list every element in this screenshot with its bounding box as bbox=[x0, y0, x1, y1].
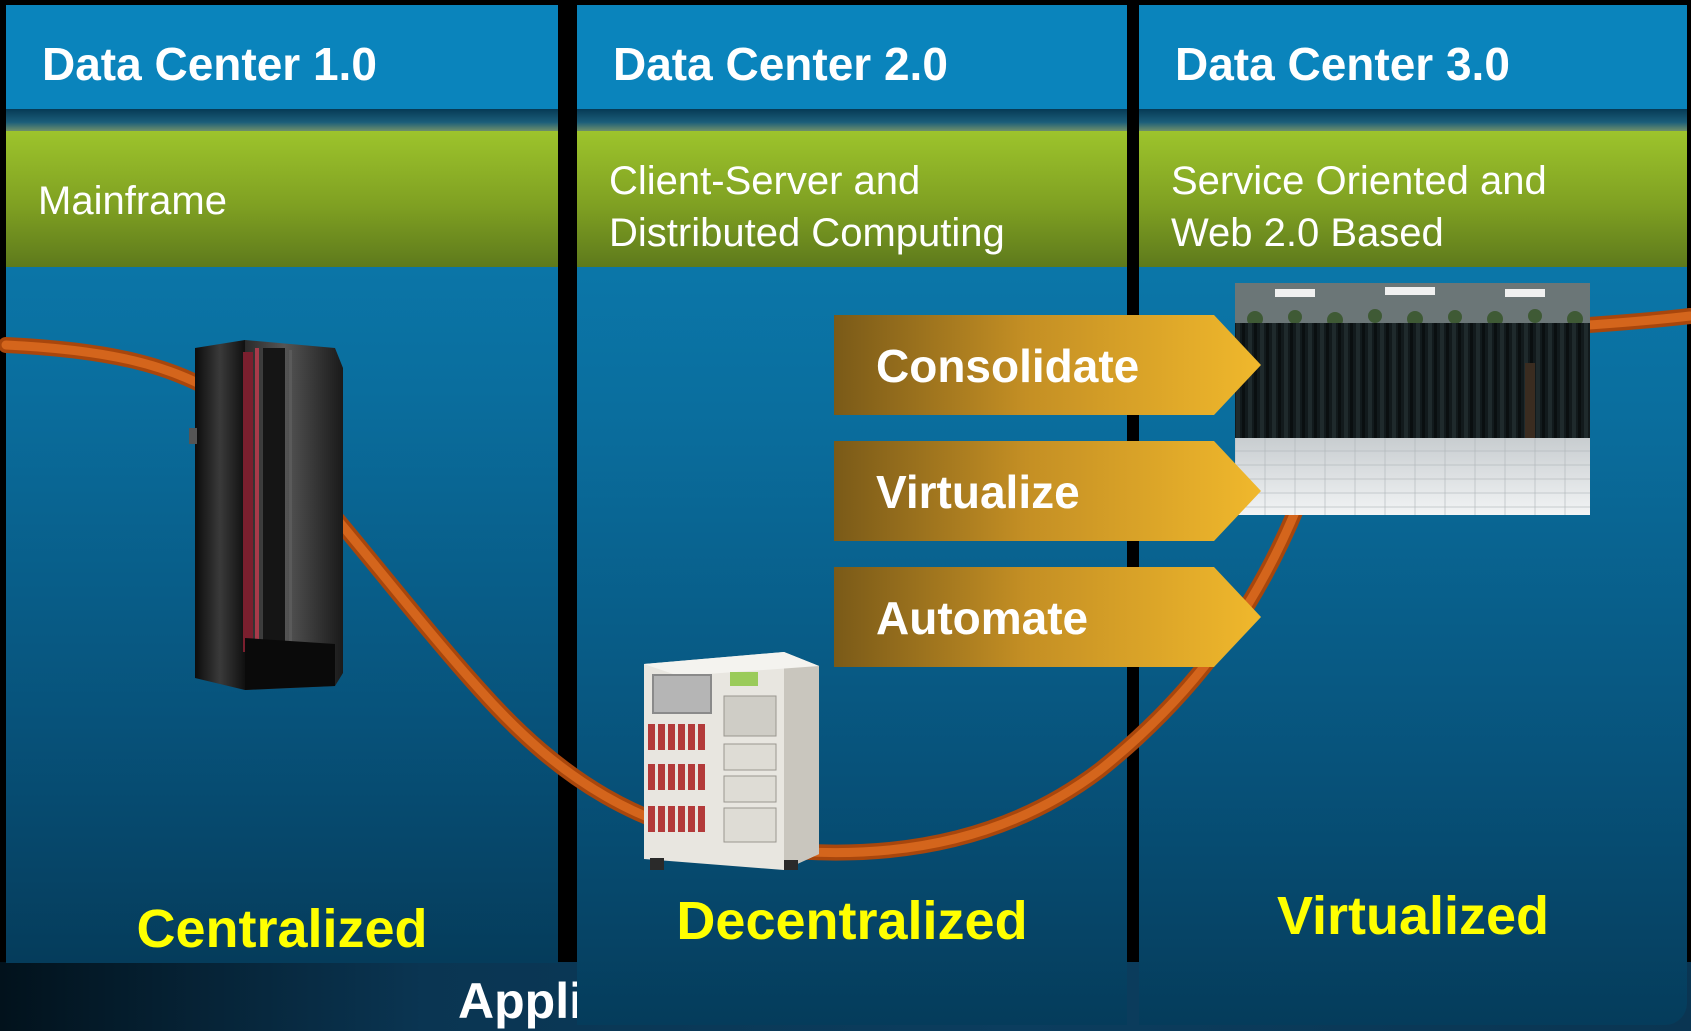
era-label: Client-Server and Distributed Computing bbox=[609, 159, 1005, 255]
era-band bbox=[1139, 131, 1687, 267]
step-arrow-virtualize: Virtualize bbox=[834, 441, 1261, 541]
arrow-shape bbox=[834, 315, 1261, 415]
rack-server-image bbox=[644, 652, 819, 870]
state-label: Virtualized bbox=[1276, 886, 1550, 946]
mainframe-image bbox=[189, 340, 343, 690]
step-label: Automate bbox=[876, 592, 1089, 644]
era-label: Service Oriented and Web 2.0 Based bbox=[1171, 159, 1547, 255]
column-title: Data Center 1.0 bbox=[42, 38, 377, 90]
bottom-caption: Appli bbox=[458, 973, 583, 1029]
column-divider bbox=[6, 109, 558, 131]
data-center-room-image bbox=[1235, 283, 1590, 515]
step-label: Consolidate bbox=[876, 340, 1140, 392]
step-arrow-consolidate: Consolidate bbox=[834, 315, 1261, 415]
column-title: Data Center 2.0 bbox=[613, 38, 948, 90]
state-label: Decentralized bbox=[676, 891, 1028, 951]
era-label: Mainframe bbox=[38, 179, 227, 223]
column-header bbox=[577, 5, 1127, 109]
arrow-shape bbox=[834, 441, 1261, 541]
column-divider bbox=[1139, 109, 1687, 131]
step-label: Virtualize bbox=[876, 466, 1080, 518]
column-header bbox=[6, 5, 558, 109]
column-divider bbox=[577, 109, 1127, 131]
column-title: Data Center 3.0 bbox=[1175, 38, 1510, 90]
era-band bbox=[577, 131, 1127, 267]
column-header bbox=[1139, 5, 1687, 109]
era-band bbox=[6, 131, 558, 267]
state-label: Centralized bbox=[136, 899, 428, 959]
step-arrow-automate: Automate bbox=[834, 567, 1261, 667]
arrow-shape bbox=[834, 567, 1261, 667]
